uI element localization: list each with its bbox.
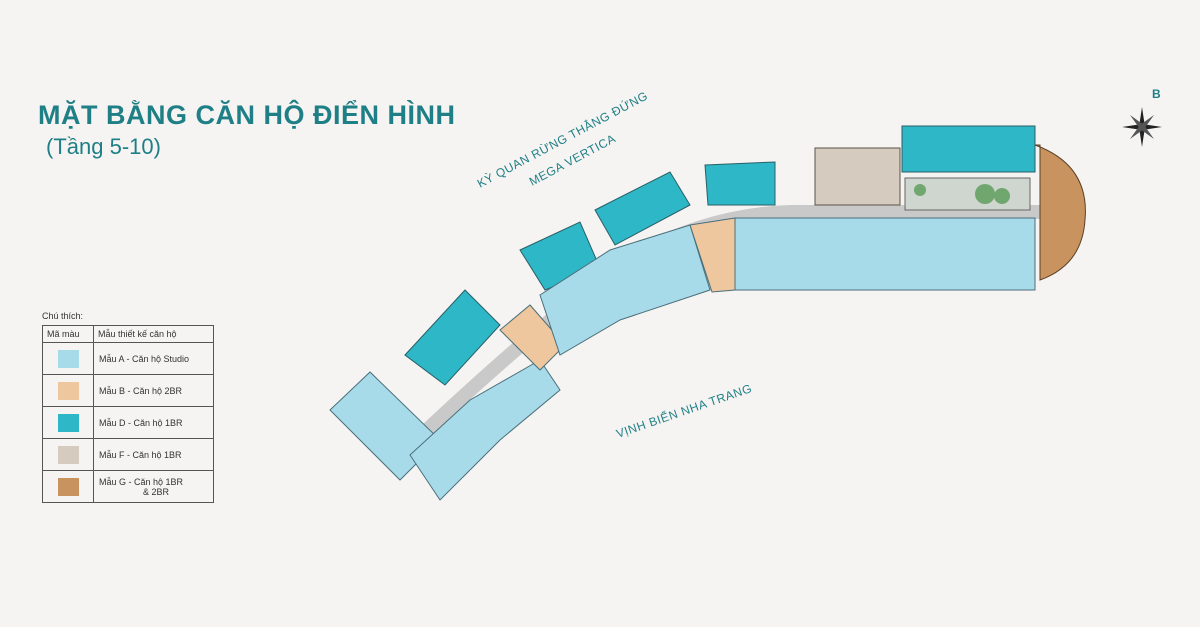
legend-row-f: Mẫu F - Căn hộ 1BR xyxy=(42,438,214,471)
legend-row-g: Mẫu G - Căn hộ 1BR & 2BR xyxy=(42,470,214,503)
legend-header-row: Mã màu Mẫu thiết kế căn hộ xyxy=(42,325,214,343)
page-subtitle: (Tầng 5-10) xyxy=(46,134,161,159)
bay-label: VỊNH BIỂN NHA TRANG xyxy=(614,380,754,441)
compass-north-label: B xyxy=(1152,87,1161,101)
unit-block-2br-bend xyxy=(689,217,736,293)
unit-block-studio-middle xyxy=(539,217,1036,356)
legend-caption: Chú thích: xyxy=(42,311,84,321)
unit-block-g-east xyxy=(1034,144,1086,281)
garden xyxy=(904,177,1031,211)
legend-table: Mã màu Mẫu thiết kế căn hộ Mẫu A - Căn h… xyxy=(42,325,214,503)
legend-swatch-d xyxy=(57,413,79,432)
unit-block-1br-d-north xyxy=(901,125,1036,173)
legend-label-g-line1: Mẫu G - Căn hộ 1BR xyxy=(99,476,184,487)
legend-swatch-b xyxy=(57,381,79,400)
legend-label-f: Mẫu F - Căn hộ 1BR xyxy=(93,438,214,471)
legend-swatch-a xyxy=(57,349,79,368)
forest-label-line1: KỲ QUAN RỪNG THẲNG ĐỨNG xyxy=(474,88,650,191)
legend-swatch-g xyxy=(57,477,79,496)
unit-block-1br-f xyxy=(814,147,901,206)
legend-swatch-f xyxy=(57,445,79,464)
unit-block-studio-southwest xyxy=(329,359,561,501)
legend-label-g: Mẫu G - Căn hộ 1BR & 2BR xyxy=(93,470,214,503)
page-title: MẶT BẰNG CĂN HỘ ĐIỂN HÌNH xyxy=(38,100,456,130)
legend-label-a: Mẫu A - Căn hộ Studio xyxy=(93,342,214,375)
compass-icon xyxy=(1122,107,1162,147)
legend-label-g-line2: & 2BR xyxy=(143,486,170,497)
